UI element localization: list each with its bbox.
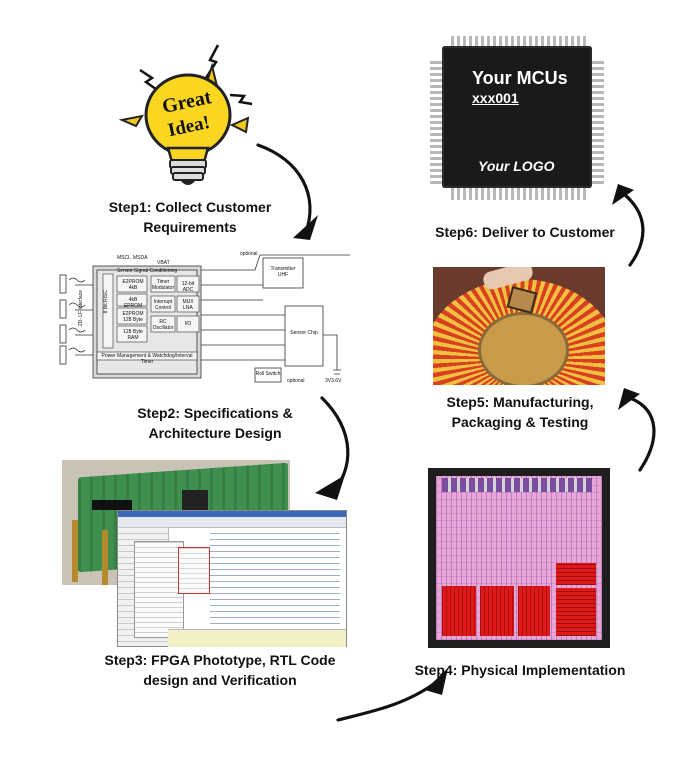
arrow-step5-to-step6 bbox=[623, 193, 645, 267]
arch-vbat: VBAT bbox=[157, 260, 170, 266]
ide-screenshot bbox=[117, 510, 347, 647]
arrow-step4-to-step5 bbox=[628, 396, 656, 472]
arrowhead-1 bbox=[293, 215, 318, 240]
step5-caption: Step5: Manufacturing, Packaging & Testin… bbox=[446, 394, 594, 430]
mcu-chip-part: xxx001 bbox=[472, 90, 519, 106]
arch-sensor-chip: Sensor Chip bbox=[290, 330, 318, 336]
fpga-leg-mid bbox=[102, 530, 108, 585]
arch-rc: RC Oscillator bbox=[152, 319, 174, 331]
ide-toolbar bbox=[118, 517, 346, 528]
arrowhead-4 bbox=[618, 388, 640, 410]
arch-mscl: MSCL bbox=[117, 255, 131, 261]
arch-block-title: Sensor Signal Conditioning bbox=[116, 268, 178, 274]
arch-io: I/O bbox=[184, 321, 192, 327]
die-red-block-3 bbox=[518, 586, 550, 636]
ide-statusbar bbox=[168, 629, 346, 647]
step4-caption: Step4: Physical Implementation bbox=[414, 662, 626, 678]
step2-caption: Step2: Specifications & Architecture Des… bbox=[137, 405, 293, 441]
arch-optional-1: optional bbox=[240, 251, 258, 257]
mcu-chip-title: Your MCUs bbox=[472, 68, 568, 88]
arch-transmitter: Transmitter UHF bbox=[270, 266, 296, 278]
arrow-step1-to-step2 bbox=[256, 143, 312, 237]
arch-optional-2: optional bbox=[287, 378, 305, 384]
ide-context-menu bbox=[134, 541, 184, 638]
arrowhead-3 bbox=[425, 668, 448, 695]
arrowhead-2 bbox=[315, 475, 345, 500]
arch-timer: Timer Modulator bbox=[151, 279, 175, 291]
ide-titlebar bbox=[118, 511, 346, 517]
ide-submenu bbox=[178, 547, 210, 594]
die-red-block-2 bbox=[480, 586, 514, 636]
arrow-step3-to-step4 bbox=[336, 681, 437, 722]
step3-caption: Step3: FPGA Phototype, RTL Code design a… bbox=[104, 652, 336, 688]
die-red-block-1 bbox=[442, 586, 476, 636]
arch-power: Power Management & Watchdog/Interval Tim… bbox=[101, 353, 193, 365]
arch-msda: MSDA bbox=[133, 255, 148, 261]
architecture-wires bbox=[59, 254, 350, 383]
arch-eeprom2: 4kB EPROM bbox=[123, 297, 143, 309]
mcu-chip-package: Your MCUs xxx001 Your LOGO bbox=[442, 46, 592, 188]
fpga-leg-left bbox=[72, 520, 78, 582]
fpga-chip bbox=[182, 490, 208, 512]
step1-caption: Step1: Collect Customer Requirements bbox=[108, 199, 272, 235]
die-red-block-4 bbox=[556, 563, 596, 585]
arch-eeprom: E2PROM 4kB bbox=[122, 279, 144, 291]
mcu-chip-logo: Your LOGO bbox=[478, 158, 555, 174]
arch-adc: 12-bit ADC bbox=[181, 281, 195, 293]
arch-ram: 128 Byte RAM bbox=[123, 329, 143, 341]
ide-code-area bbox=[210, 533, 340, 628]
probe-card-inner bbox=[478, 312, 569, 385]
arch-mux: MUX LNA bbox=[182, 299, 194, 311]
chip-layout-die bbox=[428, 468, 610, 648]
architecture-diagram: Sensor Signal Conditioning 2D- LF Interf… bbox=[55, 250, 350, 390]
probe-card-photo bbox=[433, 267, 605, 385]
die-red-block-5 bbox=[556, 588, 596, 636]
arrowhead-5 bbox=[612, 184, 634, 205]
die-top-blocks bbox=[442, 478, 592, 492]
arch-eprom: E2PROM 128 Byte bbox=[122, 311, 144, 323]
fpga-connector bbox=[92, 500, 132, 510]
arch-interrupt: Interrupt Control bbox=[153, 299, 173, 311]
step6-caption: Step6: Deliver to Customer bbox=[435, 224, 615, 240]
arch-roll-switch: Roll Switch bbox=[255, 371, 281, 377]
arch-battery: 3V3.6V bbox=[325, 378, 342, 384]
